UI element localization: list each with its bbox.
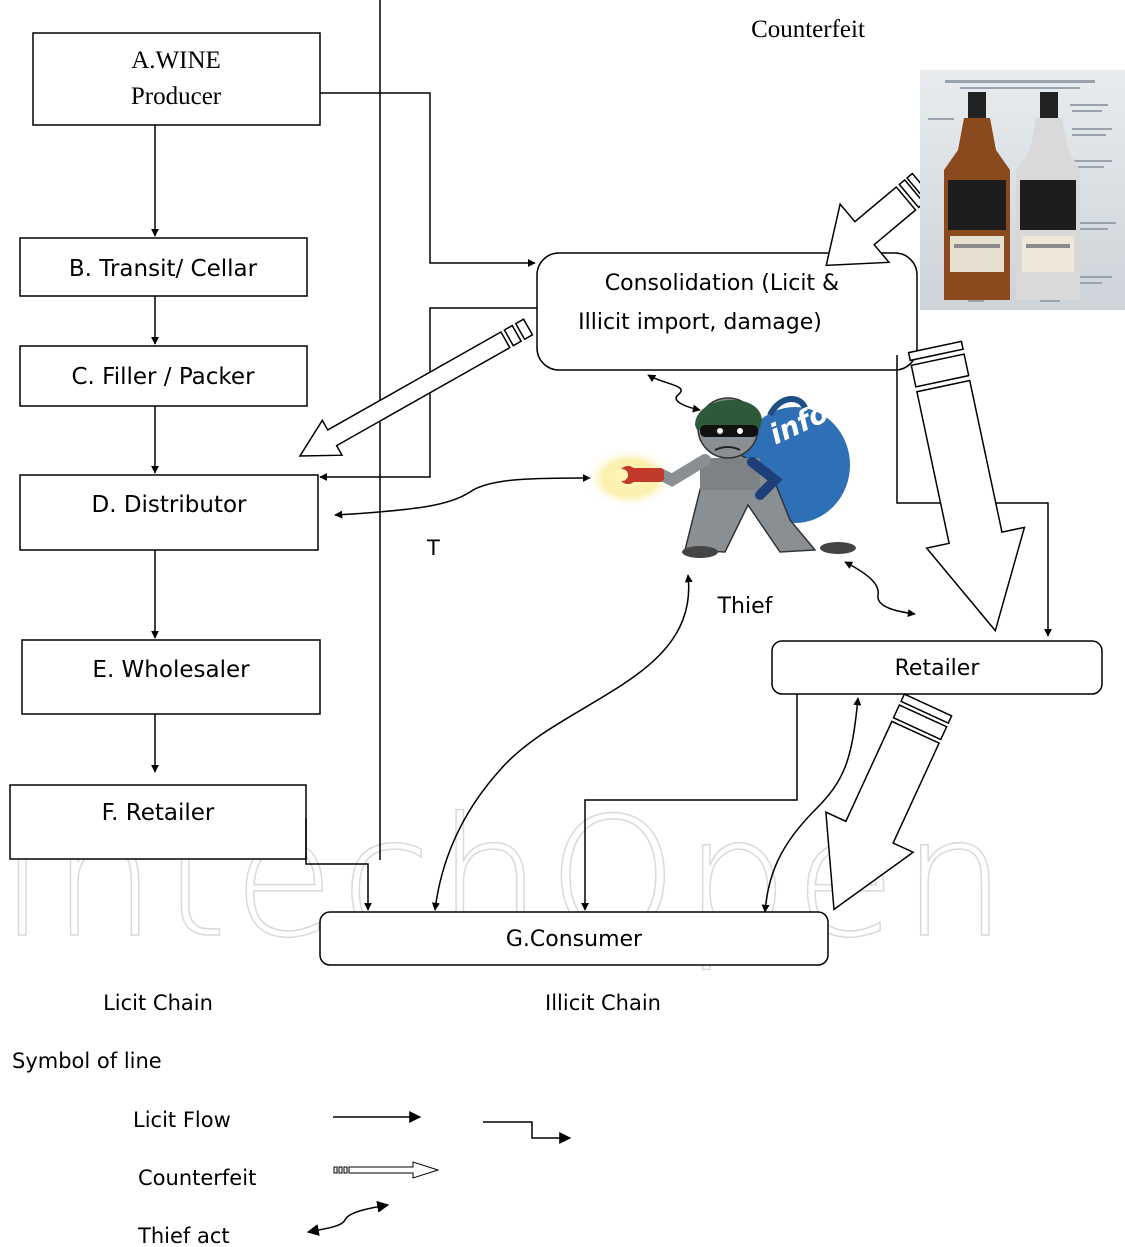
producer-line1: A.WINE: [131, 47, 221, 74]
licit-chain-label: Licit Chain: [103, 991, 213, 1015]
box-licit-retailer: F. Retailer: [9, 784, 307, 860]
legend-licit-flow-label: Licit Flow: [133, 1108, 231, 1132]
legend-thief-act-label: Thief act: [137, 1224, 230, 1247]
t-marker: T: [426, 536, 440, 560]
box-consumer: G.Consumer: [319, 911, 829, 966]
legend-thief-act-arrow: [306, 1200, 390, 1236]
legend-licit-elbow-arrow: [483, 1121, 572, 1144]
illicit-chain-label: Illicit Chain: [545, 991, 661, 1015]
box-filler-packer: C. Filler / Packer: [19, 345, 308, 407]
distributor-label: D. Distributor: [91, 492, 247, 518]
producer-line2: Producer: [131, 83, 222, 110]
thief-label: Thief: [717, 594, 774, 619]
counterfeit-arrow-to-illicit-retailer: [907, 340, 1026, 633]
box-distributor: D. Distributor: [19, 474, 319, 551]
thief-act-arrows: [334, 374, 916, 913]
counterfeit-title: Counterfeit: [751, 16, 865, 43]
legend-counterfeit-label: Counterfeit: [138, 1166, 256, 1190]
licit-retailer-label: F. Retailer: [102, 800, 215, 826]
consolidation-line1: Consolidation (Licit &: [605, 271, 839, 296]
filler-label: C. Filler / Packer: [71, 364, 255, 390]
illicit-retailer-label: Retailer: [895, 656, 981, 681]
box-consolidation: Consolidation (Licit & Illicit import, d…: [536, 252, 918, 371]
box-producer: A.WINE Producer: [32, 32, 321, 126]
consolidation-line2: Illicit import, damage): [578, 310, 822, 335]
consumer-label: G.Consumer: [506, 927, 643, 952]
thief-illustration: info: [585, 396, 856, 558]
legend: Symbol of line Licit Flow Counterfeit Th…: [12, 1049, 572, 1247]
wholesaler-label: E. Wholesaler: [92, 657, 250, 683]
genuine-bottle: [944, 92, 1010, 300]
counterfeit-bottle: [1016, 92, 1080, 300]
counterfeit-arrow-to-consolidation: [825, 172, 933, 267]
counterfeit-arrow-to-distributor: [298, 318, 534, 457]
legend-counterfeit-arrow: [333, 1161, 440, 1179]
transit-label: B. Transit/ Cellar: [69, 256, 258, 282]
box-illicit-retailer: Retailer: [771, 640, 1103, 695]
box-transit-cellar: B. Transit/ Cellar: [19, 237, 308, 297]
counterfeit-bottles-image: [920, 70, 1125, 310]
legend-title: Symbol of line: [12, 1049, 162, 1073]
box-wholesaler: E. Wholesaler: [21, 639, 321, 715]
